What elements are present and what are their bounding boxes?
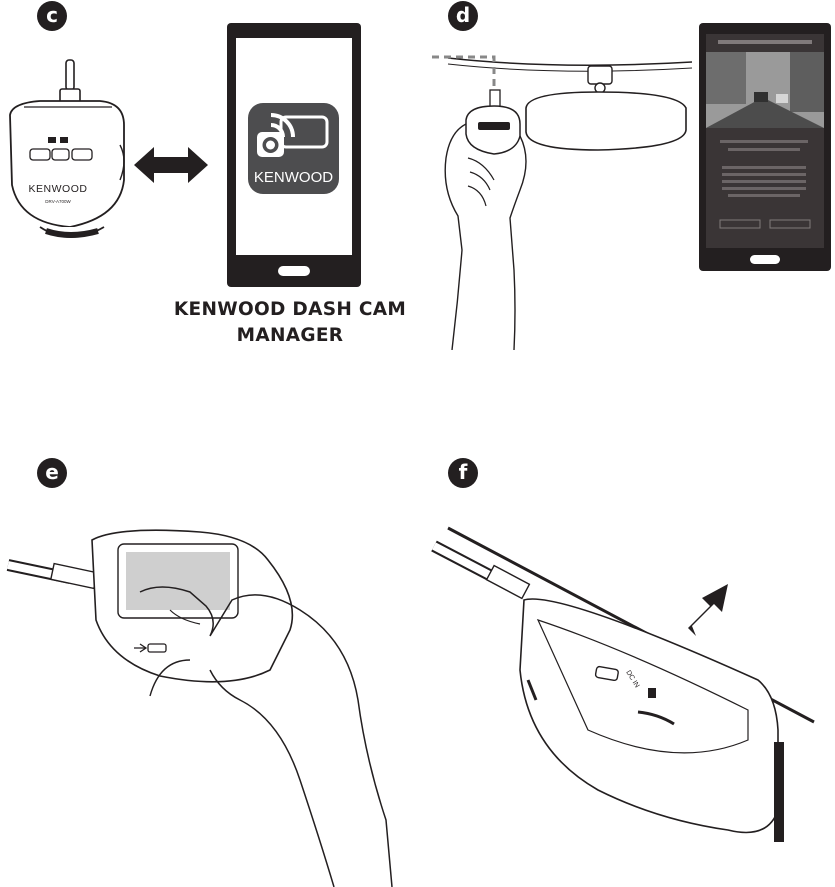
- app-name-line2: MANAGER: [236, 325, 344, 346]
- smartphone-app: KENWOOD: [227, 23, 361, 287]
- step-e-badge: e: [37, 458, 67, 488]
- double-arrow-icon: [134, 147, 208, 183]
- step-f-badge: f: [448, 458, 478, 488]
- step-d-badge: d: [448, 1, 478, 31]
- dash-cam-front: KENWOOD DRV-A700W: [9, 59, 125, 238]
- sd-card-icon: [648, 688, 656, 698]
- step-c-badge: c: [37, 1, 67, 31]
- sd-card-insert-scene: [6, 529, 393, 887]
- windshield-mounting-scene: [432, 55, 692, 350]
- phone-live-view: [699, 23, 831, 271]
- usb-icon: [134, 643, 148, 653]
- camera-model-label: DRV-A700W: [45, 199, 71, 204]
- wifi-camera-icon: [248, 103, 339, 194]
- app-name-line1: KENWOOD DASH CAM: [173, 299, 407, 320]
- app-name-caption: KENWOOD DASH CAM MANAGER: [160, 297, 420, 349]
- app-icon-label: KENWOOD: [254, 169, 333, 186]
- up-arrow-icon: [688, 584, 728, 636]
- remove-from-windshield-scene: DC IN: [431, 526, 815, 842]
- camera-brand-label: KENWOOD: [29, 183, 88, 195]
